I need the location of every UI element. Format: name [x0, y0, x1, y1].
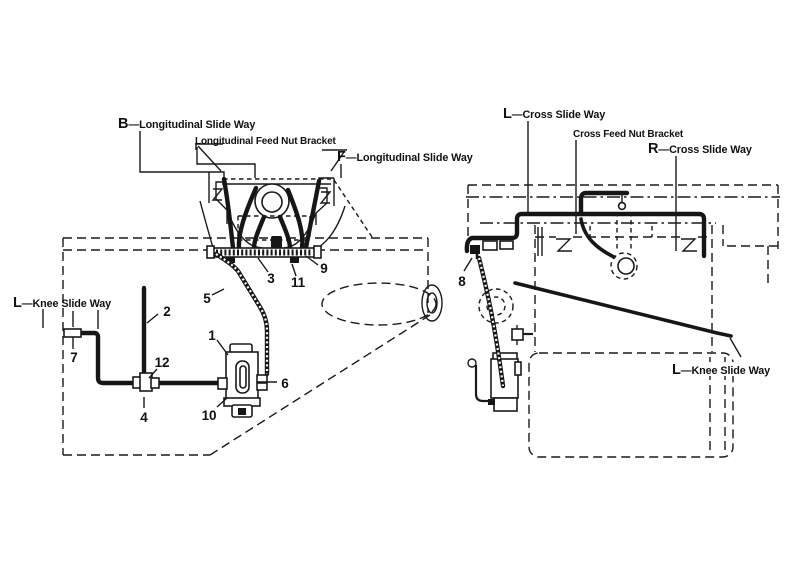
piping — [79, 251, 270, 386]
labels: L—Cross Slide Way Cross Feed Nut Bracket… — [503, 106, 770, 378]
callout-5: 5 — [203, 291, 211, 306]
cross-way-tube — [464, 190, 707, 259]
break-mark-right — [319, 191, 332, 204]
label-r-cross-slide-way: R—Cross Slide Way — [648, 141, 752, 157]
oil-pump — [217, 343, 268, 418]
label-knee-slide-way-right: L—Knee Slide Way — [672, 362, 770, 378]
oil-tubes — [221, 176, 322, 251]
knee-outline — [62, 237, 443, 456]
callout-12: 12 — [155, 355, 170, 370]
leader-lines — [42, 131, 342, 408]
pump-left-port — [217, 377, 228, 390]
label-cross-feed-nut-bracket: Cross Feed Nut Bracket — [573, 129, 684, 140]
pump-body — [490, 358, 519, 399]
callout-11: 11 — [291, 275, 306, 290]
drain-tube — [474, 365, 492, 403]
left-view: B—Longitudinal Slide Way Longitudinal Fe… — [13, 116, 473, 456]
tee-fitting — [511, 325, 533, 345]
cross-feed-boss-outline — [321, 282, 437, 326]
label-l-cross-slide-way: L—Cross Slide Way — [503, 106, 605, 122]
hook-fitting — [467, 358, 477, 368]
right-view: L—Cross Slide Way Cross Feed Nut Bracket… — [458, 106, 780, 458]
callout-6: 6 — [281, 376, 289, 391]
callout-4: 4 — [140, 410, 148, 425]
cross-feed-nut — [610, 252, 638, 280]
flexible-coil-tube — [476, 255, 506, 389]
drip-fitting — [617, 201, 627, 211]
pump-base — [493, 397, 518, 412]
leader-lines — [463, 121, 742, 358]
label-knee-slide-way-left: L—Knee Slide Way — [13, 295, 111, 311]
break-mark-left — [556, 238, 572, 252]
nut-feed-tube — [579, 217, 616, 259]
pump-right-port — [256, 374, 268, 383]
callout-8: 8 — [458, 274, 466, 289]
nut-branch-tube — [578, 190, 630, 217]
labels: B—Longitudinal Slide Way Longitudinal Fe… — [13, 116, 473, 311]
knee-way-fitting-7 — [63, 328, 82, 338]
callout-3: 3 — [267, 271, 275, 286]
break-mark-left — [211, 188, 224, 201]
knee-way-tube — [513, 281, 733, 338]
label-b-longitudinal-slide-way: B—Longitudinal Slide Way — [118, 116, 255, 132]
callout-10: 10 — [202, 408, 217, 423]
break-mark-right — [681, 238, 697, 252]
callout-1: 1 — [208, 328, 216, 343]
knee-way-tube — [79, 330, 221, 386]
label-f-longitudinal-slide-way: F—Longitudinal Slide Way — [337, 149, 473, 165]
label-longitudinal-feed-nut-bracket: Longitudinal Feed Nut Bracket — [195, 136, 336, 147]
oil-distributor-manifold — [206, 245, 322, 263]
handwheel — [478, 288, 514, 324]
callouts: 8 — [458, 274, 466, 289]
nut-fitting — [271, 236, 282, 249]
callouts: 1 2 3 4 5 6 7 9 10 11 12 — [70, 261, 328, 425]
oil-pump-side — [467, 352, 522, 412]
callout-9: 9 — [320, 261, 327, 276]
label-backdrop — [668, 362, 768, 376]
callout-2: 2 — [163, 304, 170, 319]
callout-7: 7 — [70, 350, 77, 365]
cross-feed-screw-end — [421, 284, 443, 322]
